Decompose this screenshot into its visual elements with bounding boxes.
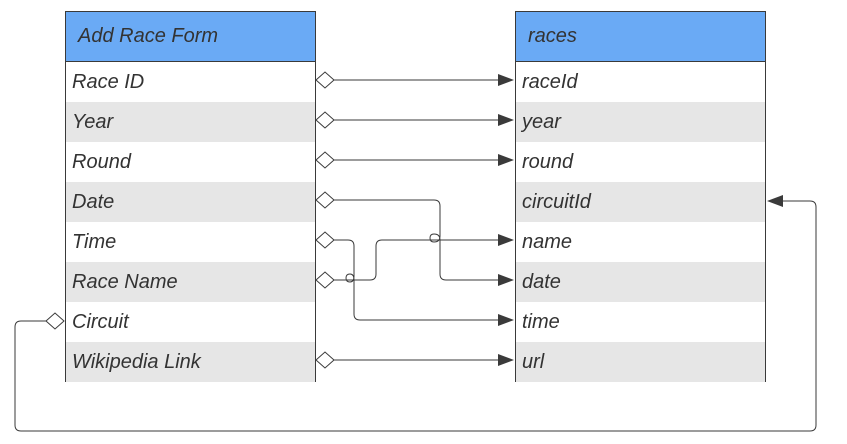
connector-time-to-time [334, 239, 502, 321]
diamond-icon [315, 71, 335, 89]
diamond-icon [315, 191, 335, 209]
connector-date-to-date [334, 199, 502, 281]
form-field-circuit: Circuit [72, 310, 129, 333]
diamond-icon [45, 312, 65, 330]
diamond-icon [315, 351, 335, 369]
races-column-circuitid: circuitId [516, 182, 765, 222]
connector-race-name-to-name [334, 239, 502, 281]
form-field-wikipedia-link: Wikipedia Link [66, 342, 315, 382]
form-field-date: Date [66, 182, 315, 222]
diamond-icon [315, 231, 335, 249]
arrowhead-icon [498, 274, 514, 286]
arrowhead-icon [498, 234, 514, 246]
races-column-year: year [516, 102, 765, 142]
form-field-race-id: Race ID [72, 70, 145, 93]
races-column-time: time [522, 310, 560, 333]
races-column-date: date [516, 262, 765, 302]
form-field-round: Round [72, 150, 131, 173]
races-entity: races raceId year round circuitId name d… [515, 11, 766, 382]
form-entity-title: Add Race Form [66, 12, 315, 62]
arrowhead-icon [498, 74, 514, 86]
races-column-round: round [522, 150, 574, 173]
form-field-year: Year [66, 102, 315, 142]
arrowhead-icon [498, 114, 514, 126]
diamond-icon [315, 271, 335, 289]
races-entity-title: races [516, 12, 765, 62]
races-column-raceid: raceId [522, 70, 578, 93]
arrowhead-icon [498, 354, 514, 366]
add-race-form-entity: Add Race Form Race ID Year Round Date Ti… [65, 11, 316, 382]
races-column-url: url [516, 342, 765, 382]
arrowhead-icon [498, 154, 514, 166]
diamond-icon [315, 111, 335, 129]
races-column-name: name [522, 230, 573, 253]
form-field-race-name: Race Name [66, 262, 315, 302]
form-field-time: Time [72, 230, 117, 253]
arrowhead-icon [767, 195, 783, 207]
arrowhead-icon [498, 314, 514, 326]
diamond-icon [315, 151, 335, 169]
